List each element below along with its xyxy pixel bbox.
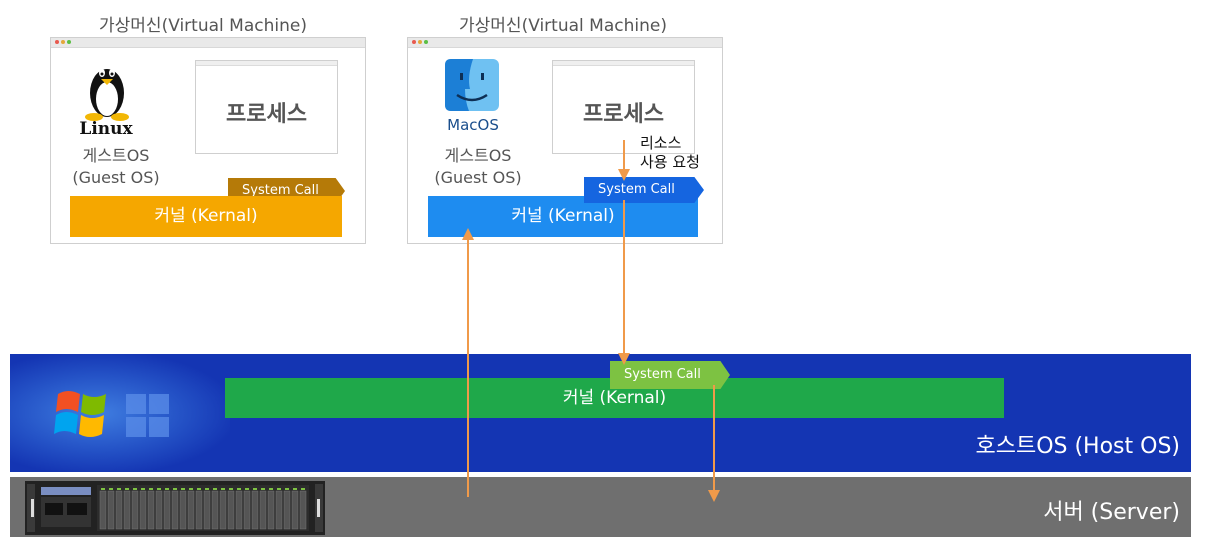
vm1-title: 가상머신(Virtual Machine) [99, 16, 307, 36]
vm2-guest-os-label: 게스트OS (Guest OS) [420, 145, 536, 189]
windows-glow [10, 354, 230, 472]
windows-flag-icon [126, 394, 169, 437]
vm1-titlebar [51, 38, 365, 48]
vm2-system-call: System Call [584, 177, 704, 203]
vm1-process-titlebar [196, 61, 337, 66]
vm1-process-box: 프로세스 [195, 60, 338, 154]
close-dot-icon [55, 40, 59, 44]
linux-logo-text: Linux [79, 119, 133, 139]
linux-tux-icon [85, 69, 129, 121]
macos-finder-icon [445, 59, 499, 111]
vm2-process-label: 프로세스 [583, 102, 664, 127]
minimize-dot-icon [418, 40, 422, 44]
vm1-guest-os-label: 게스트OS (Guest OS) [58, 145, 174, 189]
resource-request-line2: 사용 요청 [640, 153, 700, 171]
vm2-guest-os-line1: 게스트OS [444, 146, 512, 165]
resource-request-label: 리소스 사용 요청 [640, 134, 700, 172]
vm2-titlebar [408, 38, 722, 48]
maximize-dot-icon [67, 40, 71, 44]
vm1-guest-os-line2: (Guest OS) [72, 168, 160, 187]
maximize-dot-icon [424, 40, 428, 44]
vm1-kernel: 커널 (Kernal) [70, 196, 342, 237]
host-system-call: System Call [610, 361, 730, 389]
vm1-guest-os-line1: 게스트OS [82, 146, 150, 165]
minimize-dot-icon [61, 40, 65, 44]
vm2-process-titlebar [553, 61, 694, 66]
host-os-label: 호스트OS (Host OS) [975, 434, 1180, 459]
vm2-guest-os-line2: (Guest OS) [434, 168, 522, 187]
server-label: 서버 (Server) [1043, 500, 1180, 525]
close-dot-icon [412, 40, 416, 44]
vm2-process-box: 프로세스 [552, 60, 695, 154]
server-rack-icon [25, 481, 325, 535]
windows-logo-icon [54, 391, 106, 437]
macos-logo-text: MacOS [447, 116, 499, 134]
vm2-title: 가상머신(Virtual Machine) [459, 16, 667, 36]
resource-request-line1: 리소스 [640, 134, 682, 152]
vm1-process-label: 프로세스 [226, 102, 307, 127]
